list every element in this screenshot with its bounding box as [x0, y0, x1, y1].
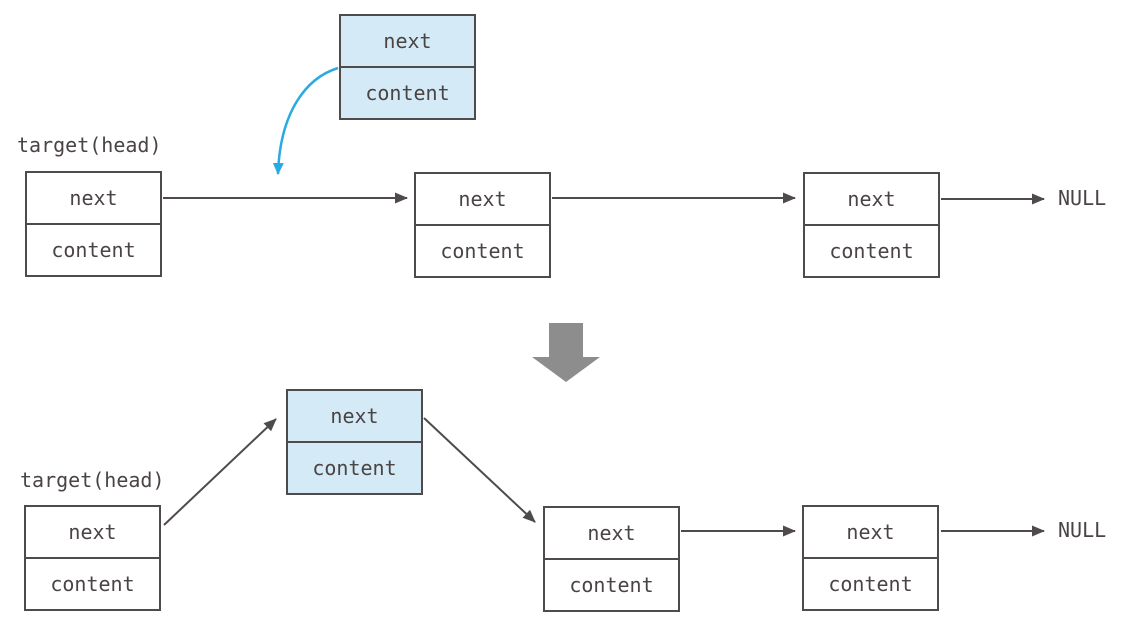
- after-node-3: next content: [802, 505, 939, 611]
- after-node-1-next-cell: next: [68, 520, 117, 544]
- after-node-2-content-cell: content: [545, 558, 678, 610]
- after-new-node-content-cell: content: [288, 441, 421, 493]
- insert-position-arrow: [272, 66, 339, 175]
- after-node-1: next content: [24, 505, 161, 611]
- after-node-2-next-cell: next: [587, 521, 636, 545]
- before-node-2-next-cell: next: [458, 187, 507, 211]
- after-new-node-next-cell: next: [330, 404, 379, 428]
- after-arrow-node1-to-newnode: [163, 418, 277, 526]
- before-node-1-content-cell: content: [27, 223, 160, 275]
- before-node-1-next-cell: next: [69, 186, 118, 210]
- before-node-2: next content: [414, 172, 551, 278]
- after-node-2: next content: [543, 506, 680, 612]
- after-target-head-label: target(head): [20, 468, 165, 492]
- before-node-2-content-cell: content: [416, 224, 549, 276]
- before-null-label: NULL: [1058, 186, 1107, 210]
- before-node-1: next content: [25, 171, 162, 277]
- before-new-node: next content: [339, 14, 476, 120]
- after-node-1-content-cell: content: [26, 557, 159, 609]
- down-block-arrow-icon: [532, 323, 600, 382]
- after-node-3-next-cell: next: [846, 520, 895, 544]
- after-new-node: next content: [286, 389, 423, 495]
- after-null-label: NULL: [1058, 518, 1107, 542]
- before-new-node-content-cell: content: [341, 66, 474, 118]
- before-target-head-label: target(head): [17, 133, 162, 157]
- before-new-node-next-cell: next: [383, 29, 432, 53]
- before-node-3-content-cell: content: [805, 224, 938, 276]
- before-node-3-next-cell: next: [847, 187, 896, 211]
- after-arrow-newnode-to-node2: [423, 417, 536, 523]
- before-node-3: next content: [803, 172, 940, 278]
- after-node-3-content-cell: content: [804, 557, 937, 609]
